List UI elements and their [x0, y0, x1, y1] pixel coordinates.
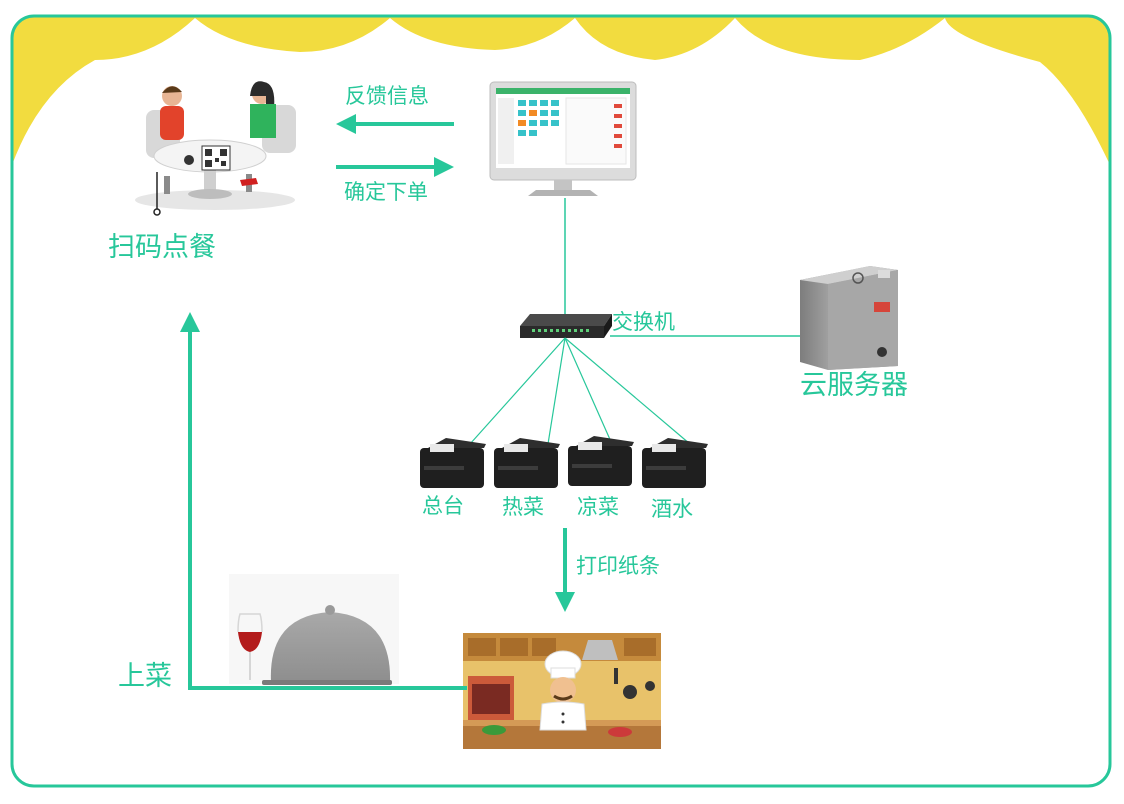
- printer-label: 酒水: [651, 497, 693, 521]
- customers-at-table-icon: [135, 81, 296, 216]
- chef-kitchen-icon: [463, 633, 661, 749]
- confirm-order-label: 确定下单: [344, 180, 428, 204]
- serve-dish-label: 上菜: [118, 661, 172, 692]
- scan-order-label: 扫码点餐: [108, 232, 216, 263]
- diagram-frame: [10, 14, 1112, 788]
- network-switch-icon: [520, 314, 612, 338]
- receipt-printer-icon: [568, 436, 634, 486]
- banner-decoration: [12, 16, 1110, 165]
- printer-label: 凉菜: [577, 495, 619, 519]
- printer-label: 热菜: [502, 495, 544, 519]
- serving-cloche-icon: [229, 574, 399, 685]
- cloud-server-label: 云服务器: [800, 370, 908, 401]
- serve-dish-arrow: [180, 312, 467, 690]
- feedback-label: 反馈信息: [345, 84, 429, 108]
- receipt-printer-icon: [642, 438, 708, 488]
- cloud-server-box-icon: [800, 266, 898, 370]
- pos-monitor-icon: [489, 81, 637, 196]
- receipt-printer-icon: [494, 438, 560, 488]
- printer-links: [469, 337, 691, 445]
- printer-label: 总台: [422, 494, 464, 518]
- print-slip-label: 打印纸条: [576, 554, 660, 578]
- switch-label: 交换机: [612, 310, 675, 334]
- receipt-printer-icon: [420, 438, 486, 488]
